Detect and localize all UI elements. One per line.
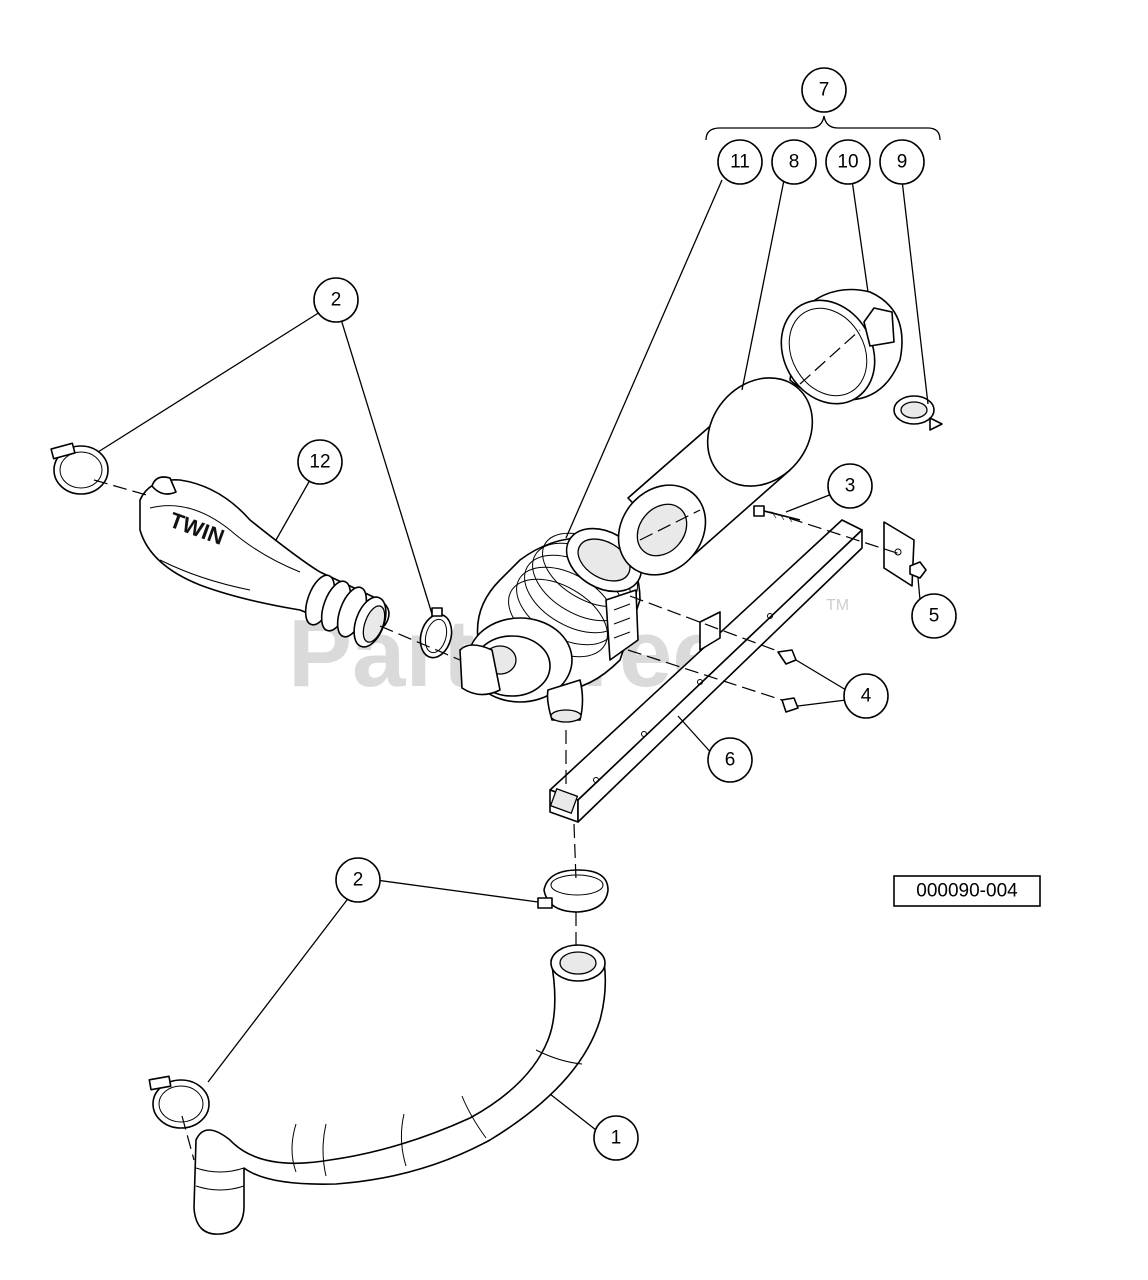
svg-text:9: 9 <box>897 152 908 173</box>
callout-10: 10 <box>825 139 871 185</box>
leader-lines <box>97 179 929 1131</box>
svg-text:5: 5 <box>929 606 940 627</box>
callout-1: 1 <box>593 1115 639 1161</box>
svg-text:2: 2 <box>353 870 364 891</box>
callout-7: 7 <box>801 67 847 113</box>
svg-text:1: 1 <box>611 1128 622 1149</box>
reference-code: 000090-004 <box>916 881 1018 902</box>
vacuator-valve <box>893 395 943 431</box>
lower-intake-hose <box>193 944 607 1235</box>
svg-text:2: 2 <box>331 290 342 311</box>
hose-clamp-top-left <box>50 442 109 495</box>
svg-text:11: 11 <box>730 152 750 173</box>
callout-3: 3 <box>827 463 873 509</box>
callout-12: 12 <box>297 439 343 485</box>
callout-9: 9 <box>879 139 925 185</box>
air-cleaner-body <box>459 527 643 723</box>
air-intake-snorkel: TWIN <box>139 476 390 648</box>
mounting-bar <box>549 519 863 823</box>
watermark-trademark: TM <box>826 597 849 614</box>
callout-5: 5 <box>911 593 957 639</box>
svg-text:10: 10 <box>837 152 858 173</box>
hose-clamp-lower-left <box>148 1075 210 1129</box>
svg-text:6: 6 <box>725 750 736 771</box>
callout-6: 6 <box>707 737 753 783</box>
snorkel-ribs <box>304 574 387 648</box>
hex-bolt-upper <box>777 649 797 665</box>
hose-clamp-middle <box>537 869 609 913</box>
mounting-plate <box>883 521 915 587</box>
callout-8: 8 <box>771 139 817 185</box>
reference-code-box: 000090-004 <box>893 875 1041 907</box>
callout-11: 11 <box>717 139 763 185</box>
group-bracket <box>705 115 941 141</box>
air-cleaner-cover <box>780 288 903 405</box>
primary-filter-element <box>617 377 814 576</box>
svg-text:12: 12 <box>309 452 330 473</box>
hex-nut <box>909 561 927 579</box>
svg-text:8: 8 <box>789 152 800 173</box>
callout-2-upper: 2 <box>313 277 359 323</box>
svg-text:3: 3 <box>845 476 856 497</box>
callout-4: 4 <box>843 673 889 719</box>
callout-2-lower: 2 <box>335 857 381 903</box>
svg-text:7: 7 <box>819 80 830 101</box>
hex-bolt-lower <box>781 697 799 713</box>
assembly-lines <box>93 329 901 1161</box>
svg-text:4: 4 <box>861 686 872 707</box>
